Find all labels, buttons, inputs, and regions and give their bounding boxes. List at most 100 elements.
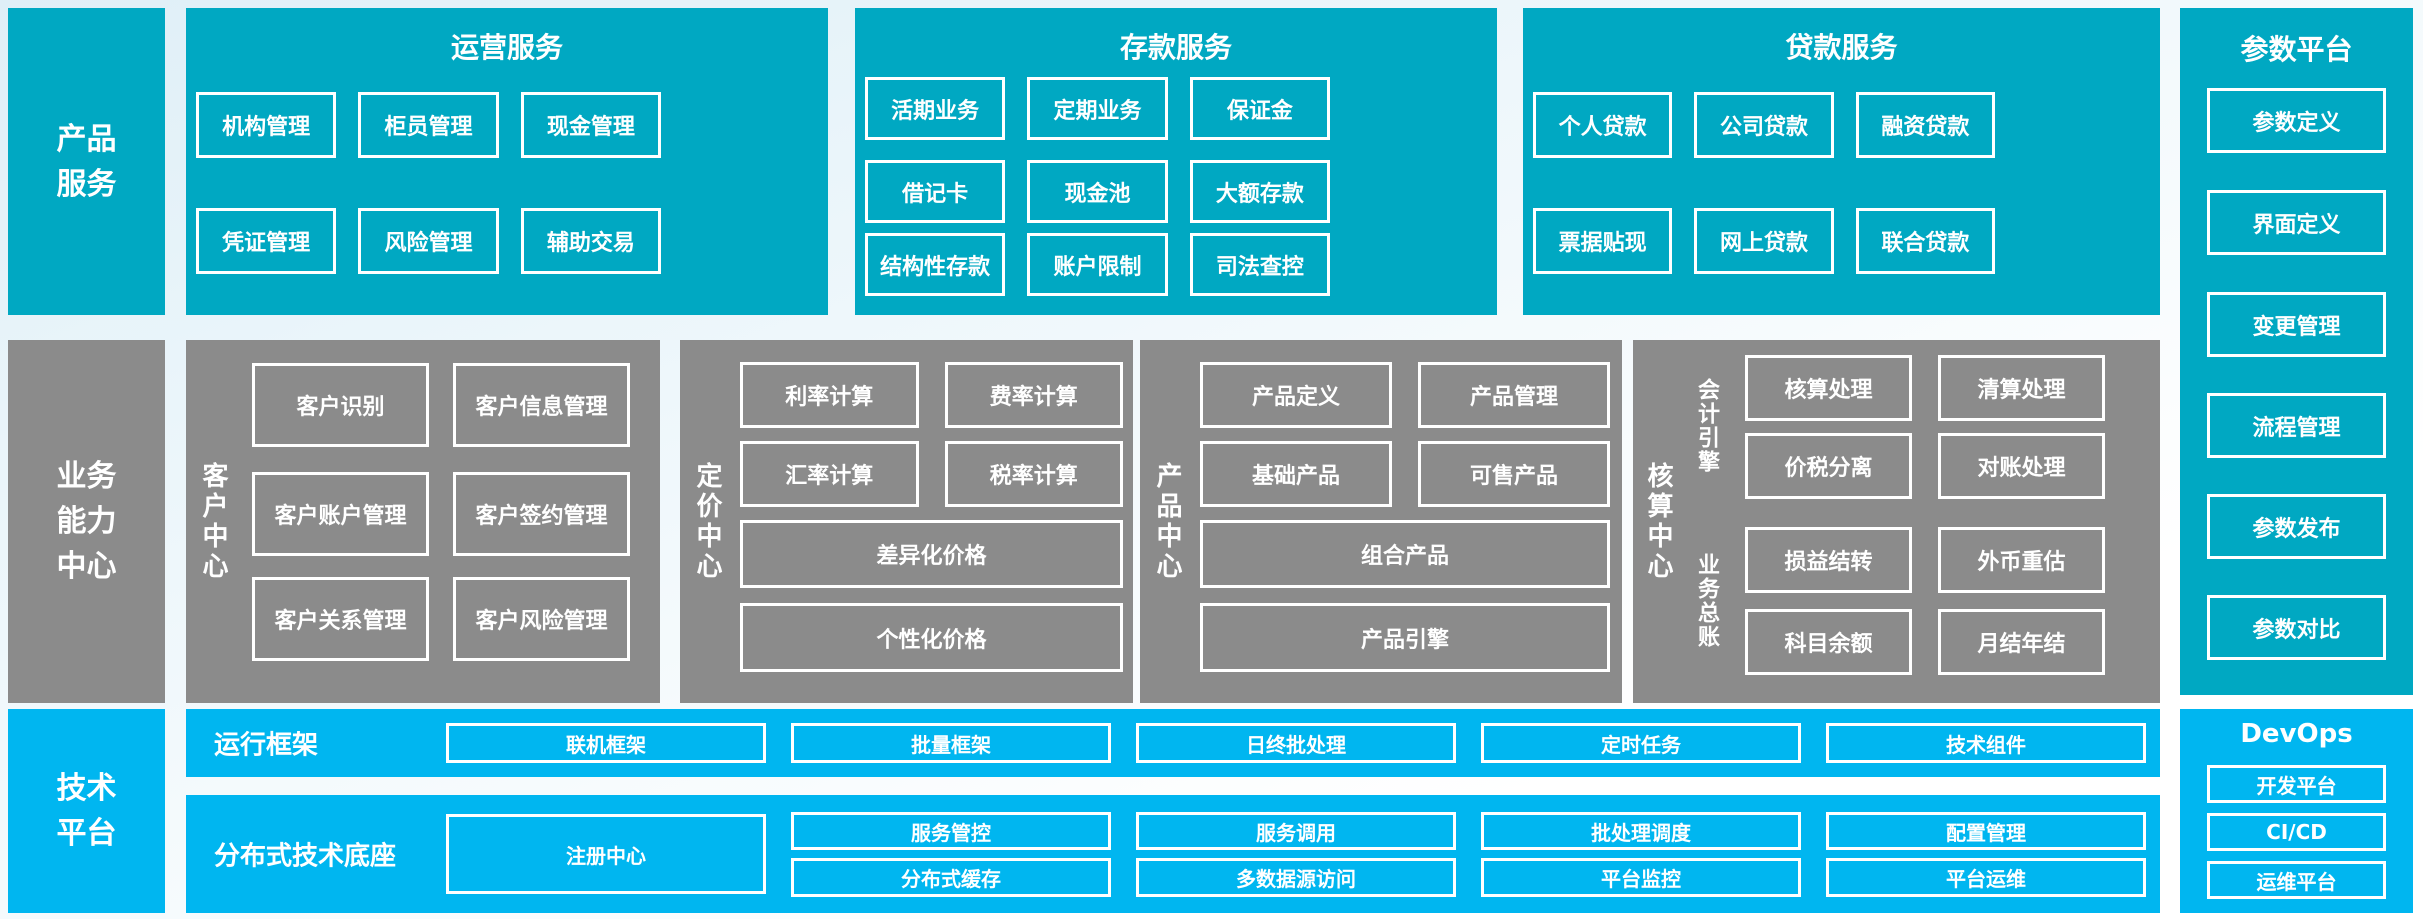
accounting-box: 核算处理 xyxy=(1745,355,1912,421)
param-box: 变更管理 xyxy=(2207,292,2386,357)
distributed-grid-box: 分布式缓存 xyxy=(791,858,1111,897)
box-row: 损益结转 外币重估 xyxy=(1745,527,2105,593)
section-title: DevOps xyxy=(2240,719,2353,749)
box-row: 借记卡 现金池 大额存款 xyxy=(865,160,1330,223)
product-box: 产品管理 xyxy=(1418,362,1610,428)
deposit-box: 现金池 xyxy=(1027,160,1168,223)
center-vertical-label: 产品中心 xyxy=(1152,461,1182,582)
customer-box: 客户关系管理 xyxy=(252,577,429,661)
accounting-box: 月结年结 xyxy=(1938,609,2105,675)
accounting-box: 科目余额 xyxy=(1745,609,1912,675)
customer-box: 客户签约管理 xyxy=(453,472,630,556)
deposit-box: 定期业务 xyxy=(1027,77,1168,140)
accounting-engine-label: 会计引擎 xyxy=(1694,378,1719,474)
deposit-box: 结构性存款 xyxy=(865,233,1006,296)
product-box: 产品定义 xyxy=(1200,362,1392,428)
pricing-box-wide: 差异化价格 xyxy=(740,520,1123,588)
deposit-box: 账户限制 xyxy=(1027,233,1168,296)
product-services-layer-label: 产品 服务 xyxy=(8,8,165,315)
label-line: 技术 xyxy=(56,771,117,806)
param-box: 界面定义 xyxy=(2207,190,2386,255)
label-line: 产品 xyxy=(56,121,117,157)
devops-section: DevOps 开发平台 CI/CD 运维平台 xyxy=(2180,709,2413,913)
center-vertical-label: 定价中心 xyxy=(692,461,722,582)
product-box: 基础产品 xyxy=(1200,441,1392,507)
param-box: 流程管理 xyxy=(2207,393,2386,458)
box-row: 个人贷款 公司贷款 融资贷款 xyxy=(1533,92,1995,158)
box-row: 价税分离 对账处理 xyxy=(1745,433,2105,499)
customer-box: 客户识别 xyxy=(252,363,429,447)
box-row: 科目余额 月结年结 xyxy=(1745,609,2105,675)
runtime-box: 批量框架 xyxy=(791,723,1111,763)
customer-center-section: 客户中心 客户识别 客户信息管理 客户账户管理 客户签约管理 客户关系管理 客户… xyxy=(186,340,660,703)
deposit-box: 活期业务 xyxy=(865,77,1006,140)
devops-box: 运维平台 xyxy=(2207,861,2386,899)
customer-box: 客户信息管理 xyxy=(453,363,630,447)
runtime-framework-band: 运行框架 联机框架 批量框架 日终批处理 定时任务 技术组件 xyxy=(186,709,2160,777)
box-row: 核算处理 清算处理 xyxy=(1745,355,2105,421)
label-line: 业务 xyxy=(56,459,117,494)
band-label: 运行框架 xyxy=(214,730,319,761)
distributed-grid-box: 平台运维 xyxy=(1826,858,2146,897)
label-line: 中心 xyxy=(56,549,117,584)
param-box: 参数对比 xyxy=(2207,595,2386,660)
box-row: 客户关系管理 客户风险管理 xyxy=(252,577,630,661)
distributed-grid-box: 服务调用 xyxy=(1136,812,1456,850)
accounting-box: 损益结转 xyxy=(1745,527,1912,593)
ops-box: 辅助交易 xyxy=(520,208,661,274)
tech-platform-layer-label: 技术 平台 xyxy=(8,709,165,913)
accounting-box: 对账处理 xyxy=(1938,433,2105,499)
param-box: 参数发布 xyxy=(2207,494,2386,559)
customer-box: 客户风险管理 xyxy=(453,577,630,661)
loan-box: 联合贷款 xyxy=(1855,208,1995,274)
business-ledger-label: 业务总账 xyxy=(1694,553,1719,649)
customer-box: 客户账户管理 xyxy=(252,472,429,556)
pricing-box: 税率计算 xyxy=(944,441,1123,507)
ops-box: 柜员管理 xyxy=(358,92,499,158)
loan-box: 票据贴现 xyxy=(1533,208,1673,274)
loan-box: 网上贷款 xyxy=(1694,208,1834,274)
distributed-grid-box: 平台监控 xyxy=(1481,858,1801,897)
loan-box: 公司贷款 xyxy=(1694,92,1834,158)
band-label: 分布式技术底座 xyxy=(214,841,397,872)
box-row: 利率计算 费率计算 xyxy=(740,362,1123,428)
box-row: 结构性存款 账户限制 司法查控 xyxy=(865,233,1330,296)
box-row: 客户账户管理 客户签约管理 xyxy=(252,472,630,556)
ops-box: 现金管理 xyxy=(520,92,661,158)
parameter-platform-section: 参数平台 参数定义 界面定义 变更管理 流程管理 参数发布 参数对比 xyxy=(2180,8,2413,695)
distributed-grid-box: 批处理调度 xyxy=(1481,812,1801,850)
accounting-box: 清算处理 xyxy=(1938,355,2105,421)
ops-box: 风险管理 xyxy=(358,208,499,274)
registry-box: 注册中心 xyxy=(446,814,766,894)
product-box-wide: 产品引擎 xyxy=(1200,603,1610,672)
deposit-box: 大额存款 xyxy=(1189,160,1330,223)
distributed-base-band: 分布式技术底座 注册中心 服务管控 服务调用 批处理调度 配置管理 分布式缓存 … xyxy=(186,795,2160,913)
section-title: 贷款服务 xyxy=(1785,31,1898,64)
section-title: 存款服务 xyxy=(1119,31,1232,64)
box-row: 机构管理 柜员管理 现金管理 xyxy=(196,92,661,158)
box-row: 汇率计算 税率计算 xyxy=(740,441,1123,507)
business-capability-layer-label: 业务 能力 中心 xyxy=(8,340,165,703)
deposit-box: 保证金 xyxy=(1189,77,1330,140)
pricing-box: 费率计算 xyxy=(944,362,1123,428)
center-vertical-label: 核算中心 xyxy=(1643,461,1673,582)
label-line: 能力 xyxy=(56,504,117,539)
pricing-center-section: 定价中心 利率计算 费率计算 汇率计算 税率计算 差异化价格 个性化价格 xyxy=(680,340,1133,703)
ops-box: 机构管理 xyxy=(196,92,337,158)
distributed-grid-box: 服务管控 xyxy=(791,812,1111,850)
product-box-wide: 组合产品 xyxy=(1200,520,1610,588)
distributed-grid-box: 多数据源访问 xyxy=(1136,858,1456,897)
ops-box: 凭证管理 xyxy=(196,208,337,274)
label-line: 服务 xyxy=(56,166,117,202)
runtime-box: 联机框架 xyxy=(446,723,766,763)
runtime-box: 技术组件 xyxy=(1826,723,2146,763)
runtime-box: 定时任务 xyxy=(1481,723,1801,763)
box-row: 客户识别 客户信息管理 xyxy=(252,363,630,447)
runtime-box: 日终批处理 xyxy=(1136,723,1456,763)
section-title: 运营服务 xyxy=(450,31,563,64)
loan-services-section: 贷款服务 个人贷款 公司贷款 融资贷款 票据贴现 网上贷款 联合贷款 xyxy=(1523,8,2160,315)
pricing-box: 利率计算 xyxy=(740,362,919,428)
box-row: 票据贴现 网上贷款 联合贷款 xyxy=(1533,208,1995,274)
accounting-box: 价税分离 xyxy=(1745,433,1912,499)
operations-services-section: 运营服务 机构管理 柜员管理 现金管理 凭证管理 风险管理 辅助交易 xyxy=(186,8,828,315)
